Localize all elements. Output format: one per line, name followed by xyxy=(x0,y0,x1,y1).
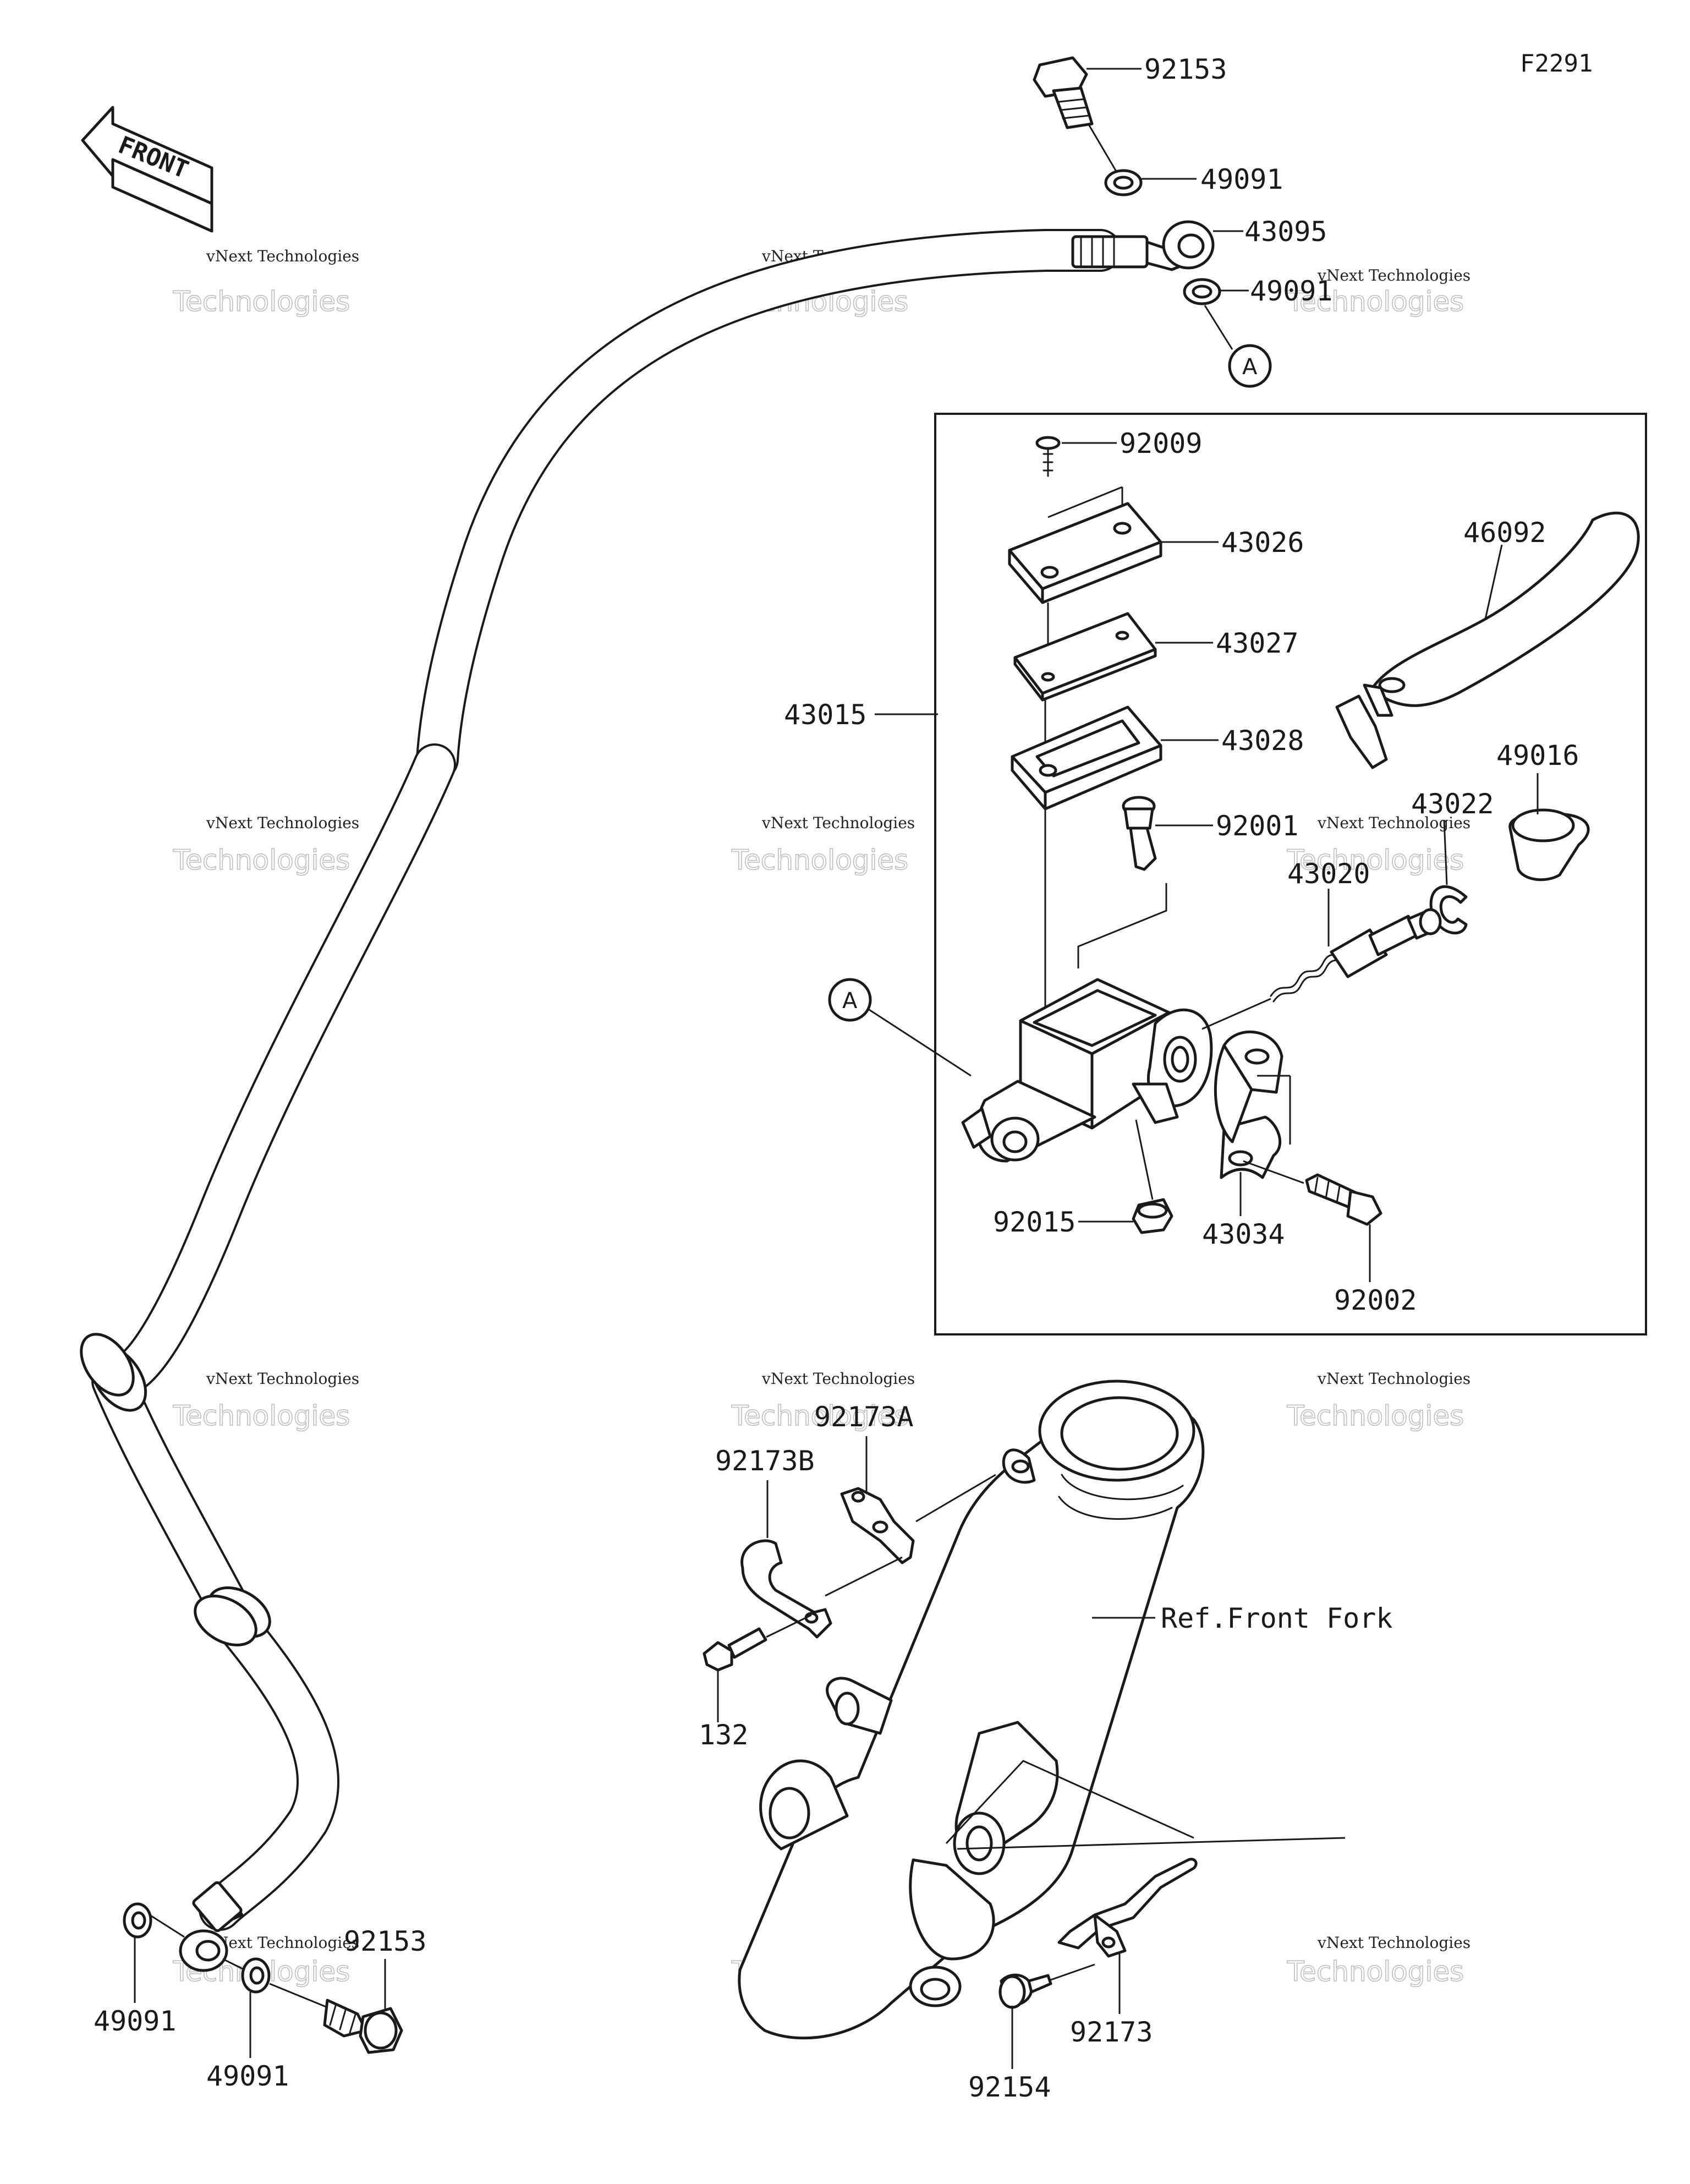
label-49091-upper-1: 49091 xyxy=(1200,163,1283,195)
svg-text:vNext Technologies: vNext Technologies xyxy=(206,814,359,832)
piston-kit xyxy=(1270,908,1442,1003)
svg-text:Technologies: Technologies xyxy=(1287,1400,1464,1432)
svg-text:vNext Technologies: vNext Technologies xyxy=(206,247,359,265)
ref-marker-a-lower xyxy=(828,978,872,1022)
reservoir-cap xyxy=(1008,502,1162,604)
label-92173b: 92173B xyxy=(715,1445,815,1477)
label-92009: 92009 xyxy=(1120,428,1203,459)
label-43028: 43028 xyxy=(1221,725,1304,757)
label-92154: 92154 xyxy=(968,2071,1051,2103)
label-92173: 92173 xyxy=(1070,2016,1153,2048)
lower-banjo-bolt xyxy=(323,1999,403,2054)
svg-text:vNext Technologies: vNext Technologies xyxy=(1317,266,1470,284)
clamp-92173a xyxy=(840,1487,915,1564)
brake-lever xyxy=(1335,511,1640,769)
diagram-code: F2291 xyxy=(1520,50,1593,78)
svg-text:Technologies: Technologies xyxy=(731,1400,908,1432)
label-43022: 43022 xyxy=(1411,788,1494,820)
ref-marker-a-upper xyxy=(1228,344,1272,388)
svg-text:vNext Technologies: vNext Technologies xyxy=(761,1370,915,1388)
bolt-92154 xyxy=(998,1973,1052,2009)
handlebar-holder xyxy=(1214,1030,1283,1179)
label-49091-lower-2: 49091 xyxy=(206,2060,289,2092)
label-43015: 43015 xyxy=(784,699,867,731)
svg-text:A: A xyxy=(842,988,858,1014)
label-49016: 49016 xyxy=(1496,740,1579,771)
svg-text:Technologies: Technologies xyxy=(1287,844,1464,876)
label-92015: 92015 xyxy=(993,1206,1076,1238)
label-92153-upper: 92153 xyxy=(1144,53,1227,85)
label-92153-lower: 92153 xyxy=(344,1925,427,1957)
svg-text:vNext Technologies: vNext Technologies xyxy=(206,1934,359,1952)
label-43020: 43020 xyxy=(1287,858,1370,890)
label-43095: 43095 xyxy=(1244,216,1327,248)
label-43026: 43026 xyxy=(1221,527,1304,559)
svg-text:Technologies: Technologies xyxy=(1287,286,1464,318)
label-49091-lower-1: 49091 xyxy=(94,2005,177,2037)
clamp-92173b xyxy=(740,1539,832,1639)
bolt-132 xyxy=(703,1627,767,1672)
svg-text:vNext Technologies: vNext Technologies xyxy=(206,1370,359,1388)
nut xyxy=(1132,1198,1173,1234)
cap-screw xyxy=(1035,436,1061,477)
label-ref-front-fork: Ref.Front Fork xyxy=(1161,1602,1392,1634)
clamp-92173 xyxy=(1057,1858,1198,1958)
upper-banjo-bolt xyxy=(1033,56,1123,182)
svg-text:vNext Technologies: vNext Technologies xyxy=(1317,1934,1470,1952)
svg-text:Technologies: Technologies xyxy=(1287,1956,1464,1988)
label-46092: 46092 xyxy=(1463,517,1546,549)
label-92001: 92001 xyxy=(1216,810,1299,842)
diaphragm xyxy=(1011,705,1162,811)
svg-text:vNext Technologies: vNext Technologies xyxy=(1317,1370,1470,1388)
master-cylinder-body xyxy=(961,978,1213,1163)
master-cylinder-box xyxy=(934,413,1647,1335)
lever-pivot-bolt xyxy=(1122,796,1157,871)
label-92002: 92002 xyxy=(1334,1284,1417,1316)
svg-text:Technologies: Technologies xyxy=(173,844,350,876)
holder-bolt xyxy=(1305,1173,1382,1226)
label-43027: 43027 xyxy=(1216,627,1299,659)
svg-text:A: A xyxy=(1242,354,1258,380)
watermark: Technologies vNext Technologies Technolog… xyxy=(172,247,1470,1988)
reservoir-plate xyxy=(1013,612,1157,702)
label-43034: 43034 xyxy=(1202,1218,1285,1250)
svg-text:Technologies: Technologies xyxy=(731,844,908,876)
brake-hose xyxy=(80,220,1215,1972)
label-132: 132 xyxy=(699,1719,748,1751)
label-92173a: 92173A xyxy=(814,1401,914,1433)
front-arrow-icon: FRONT xyxy=(81,106,213,233)
front-fork xyxy=(738,1380,1205,2040)
svg-text:vNext Technologies: vNext Technologies xyxy=(761,814,915,832)
svg-text:Technologies: Technologies xyxy=(173,1400,350,1432)
label-49091-upper-2: 49091 xyxy=(1250,275,1333,307)
boot xyxy=(1508,808,1590,882)
svg-text:Technologies: Technologies xyxy=(173,286,350,318)
